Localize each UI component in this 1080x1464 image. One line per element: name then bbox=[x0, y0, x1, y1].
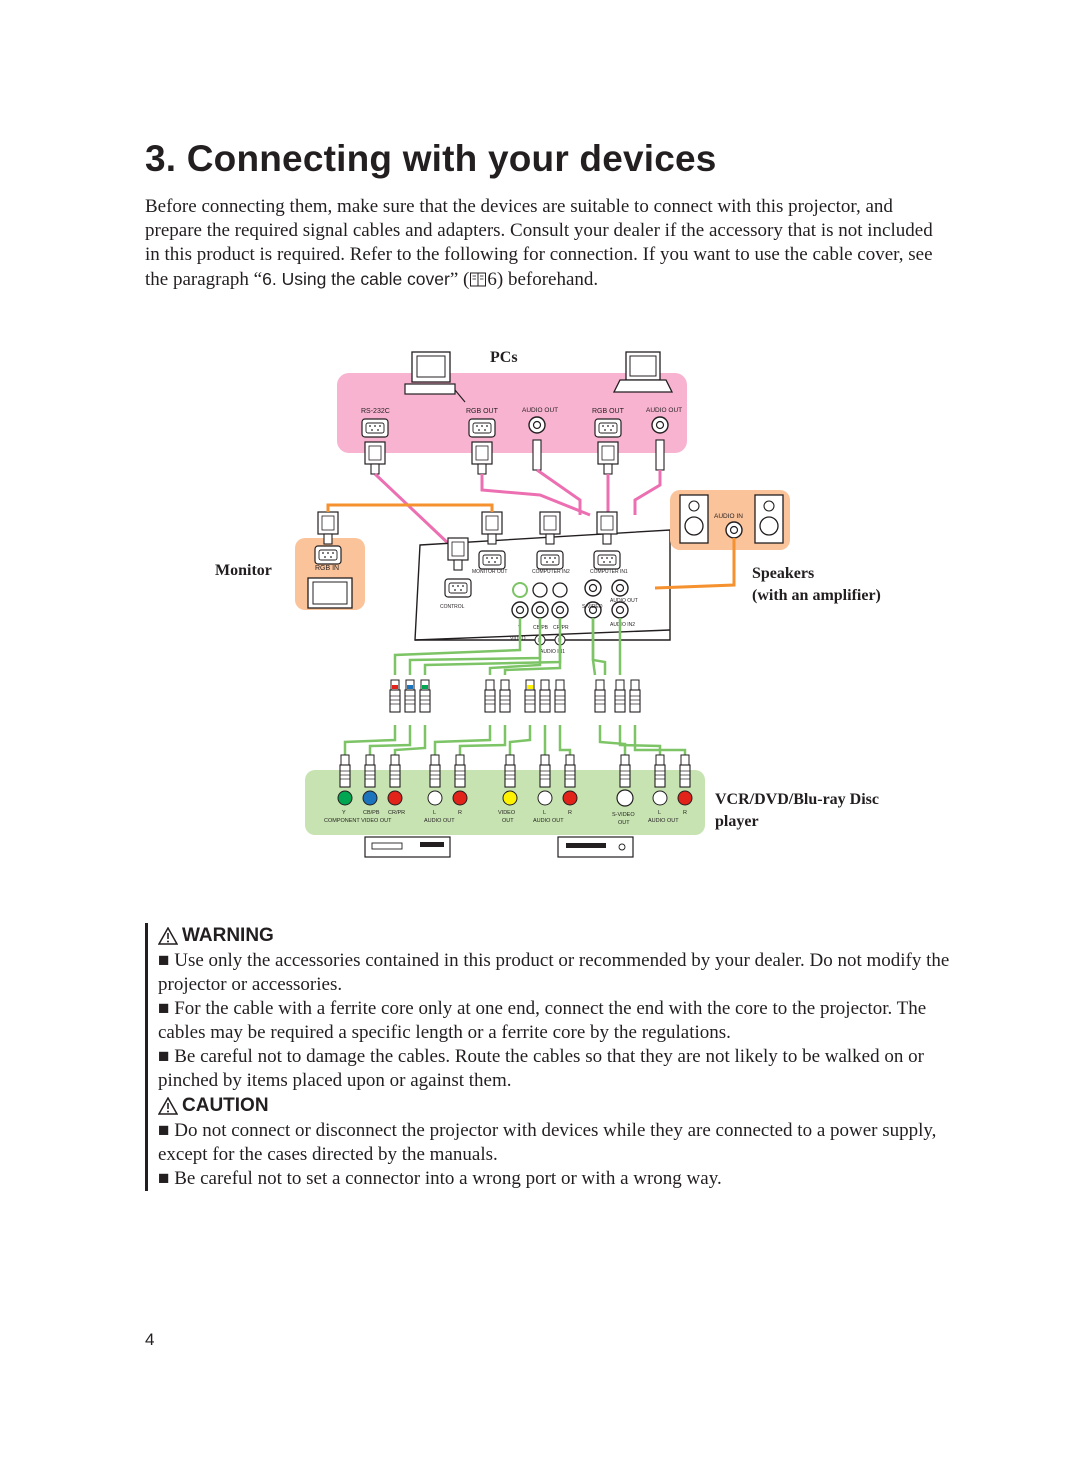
monitor-port-label: RGB IN bbox=[315, 565, 339, 572]
rs232c-port bbox=[361, 418, 389, 438]
pc-port-audio-out-1: AUDIO OUT bbox=[522, 407, 558, 414]
pcs-label: PCs bbox=[490, 349, 518, 366]
projector-port-audio-in1: AUDIO IN1 bbox=[540, 649, 565, 655]
av-port-l1: L bbox=[433, 810, 436, 816]
projector-port-audio-in2: AUDIO IN2 bbox=[610, 622, 635, 628]
desktop-pc-icon bbox=[404, 351, 466, 403]
speaker-cable bbox=[654, 538, 736, 590]
av-port-r3: R bbox=[683, 810, 687, 816]
intro-ref-close: ” ( bbox=[449, 269, 470, 290]
monitor-label: Monitor bbox=[215, 562, 272, 579]
projector-port-audio-out: AUDIO OUT bbox=[610, 598, 638, 604]
caution-heading-text: CAUTION bbox=[182, 1095, 269, 1116]
av-port-cb-pb: CB/PB bbox=[363, 810, 380, 816]
pc-port-rgb-out-2: RGB OUT bbox=[592, 408, 625, 415]
av-port-audio-out-2: AUDIO OUT bbox=[533, 818, 564, 824]
page-reference[interactable]: 6 bbox=[487, 269, 497, 290]
av-port-l3: L bbox=[658, 810, 661, 816]
warning-heading-text: WARNING bbox=[182, 925, 274, 946]
audio-out-jack-2 bbox=[651, 416, 669, 434]
laptop-pc-icon bbox=[612, 351, 674, 393]
projector-port-computer-in2: COMPUTER IN2 bbox=[532, 569, 570, 575]
warning-item: ■ Use only the accessories contained in … bbox=[158, 950, 950, 995]
pc-port-rgb-out-1: RGB OUT bbox=[466, 408, 499, 415]
warning-item: ■ Be careful not to damage the cables. R… bbox=[158, 1046, 924, 1091]
projector-port-video: VIDEO bbox=[510, 636, 526, 642]
projector-panel bbox=[414, 511, 671, 646]
dvd-player-icon bbox=[557, 836, 634, 858]
middle-rca-plugs bbox=[389, 679, 641, 713]
projector-port-s-video: S-VIDEO bbox=[582, 604, 603, 610]
connection-diagram: PCs RS-232C RGB OUT AUDIO OUT RGB OUT AU… bbox=[215, 349, 881, 858]
projector-port-control: CONTROL bbox=[440, 604, 465, 610]
monitor-rgb-in-port bbox=[314, 545, 342, 565]
speaker-audio-in-jack bbox=[725, 521, 743, 539]
av-port-out: OUT bbox=[502, 818, 514, 824]
warning-icon bbox=[158, 927, 178, 945]
intro-text: Before connecting them, make sure that t… bbox=[145, 196, 933, 290]
av-port-s-out: OUT bbox=[618, 820, 630, 826]
rgb-plug-pc2 bbox=[597, 441, 619, 475]
av-port-audio-out-1: AUDIO OUT bbox=[424, 818, 455, 824]
warning-heading: WARNING bbox=[158, 923, 958, 949]
av-port-r2: R bbox=[568, 810, 572, 816]
vcr-sublabel: player bbox=[715, 813, 759, 830]
rs232c-plug bbox=[364, 441, 386, 475]
av-port-s-video: S-VIDEO bbox=[612, 812, 635, 818]
av-port-y: Y bbox=[342, 810, 346, 816]
page-title: 3. Connecting with your devices bbox=[145, 138, 717, 179]
safety-notes: WARNING ■ Use only the accessories conta… bbox=[145, 923, 958, 1191]
caution-icon bbox=[158, 1097, 178, 1115]
rgb-out-port-2 bbox=[594, 418, 622, 438]
rgb-plug-pc1 bbox=[471, 441, 493, 475]
speakers-sublabel: (with an amplifier) bbox=[752, 587, 881, 604]
caution-item: ■ Do not connect or disconnect the proje… bbox=[158, 1120, 937, 1165]
speakers-label: Speakers bbox=[752, 565, 814, 582]
av-port-l2: L bbox=[543, 810, 546, 816]
pc-port-audio-out-2: AUDIO OUT bbox=[646, 407, 682, 414]
caution-item: ■ Be careful not to set a connector into… bbox=[158, 1168, 722, 1189]
intro-paragraph: Before connecting them, make sure that t… bbox=[145, 195, 935, 292]
projector-port-monitor-out: MONITOR OUT bbox=[472, 569, 507, 575]
monitor-icon bbox=[307, 577, 353, 609]
av-port-cr-pr: CR/PR bbox=[388, 810, 405, 816]
speaker-left-icon bbox=[679, 494, 709, 544]
warning-item: ■ For the cable with a ferrite core only… bbox=[158, 998, 927, 1043]
vcr-label: VCR/DVD/Blu-ray Disc bbox=[715, 791, 879, 808]
section-reference[interactable]: 6. Using the cable cover bbox=[262, 269, 450, 289]
av-output-jacks bbox=[337, 789, 693, 807]
av-port-video: VIDEO bbox=[498, 810, 516, 816]
monitor-cable bbox=[326, 503, 494, 512]
av-port-component-video-out: COMPONENT VIDEO OUT bbox=[324, 818, 392, 824]
av-port-audio-out-3: AUDIO OUT bbox=[648, 818, 679, 824]
vcr-icon bbox=[364, 836, 451, 858]
pc-port-rs232c: RS-232C bbox=[361, 408, 390, 415]
page-number: 4 bbox=[145, 1330, 155, 1349]
av-port-r1: R bbox=[458, 810, 462, 816]
rgb-out-port-1 bbox=[468, 418, 496, 438]
pink-cables bbox=[373, 468, 662, 547]
speaker-right-icon bbox=[754, 494, 784, 544]
speaker-port-label: AUDIO IN bbox=[714, 513, 743, 520]
book-icon bbox=[470, 272, 487, 287]
projector-port-computer-in1: COMPUTER IN1 bbox=[590, 569, 628, 575]
caution-heading: CAUTION bbox=[158, 1093, 958, 1119]
audio-out-jack-1 bbox=[528, 416, 546, 434]
intro-tail: ) beforehand. bbox=[496, 269, 599, 290]
